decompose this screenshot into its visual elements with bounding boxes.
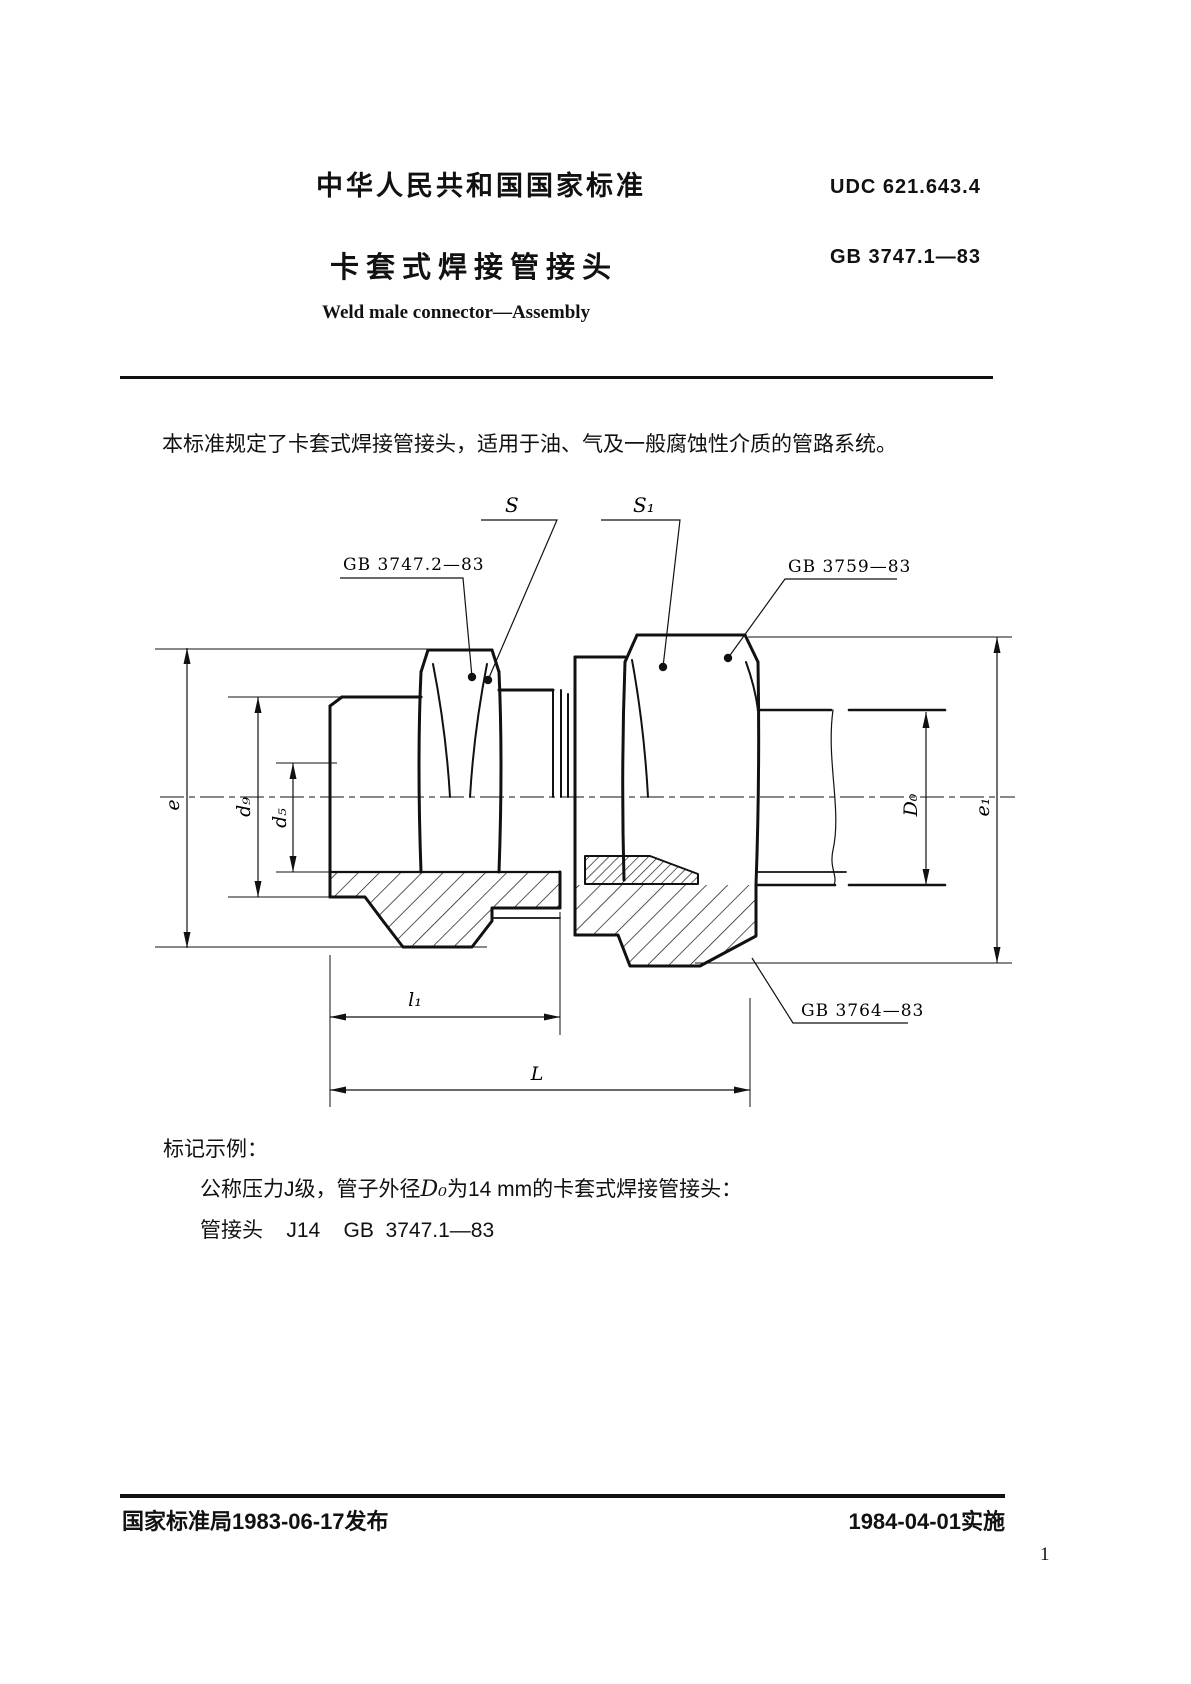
assembly-drawing: S S₁ GB 3747.2—83 GB 3759—83 GB 3764—83 … — [155, 493, 1015, 1107]
leader-dots — [467, 653, 733, 685]
ferrule-section-hatch — [585, 856, 698, 884]
footer-issued-date: 国家标准局1983-06-17发布 — [122, 1509, 389, 1534]
org-title: 中华人民共和国国家标准 — [316, 171, 646, 201]
pipe-break-line — [830, 709, 837, 886]
marking-example-description: 公称压力J级，管子外径D₀为14 mm的卡套式焊接管接头： — [200, 1173, 742, 1203]
scope-paragraph: 本标准规定了卡套式焊接管接头，适用于油、气及一般腐蚀性介质的管路系统。 — [162, 433, 897, 456]
dim-label-L: L — [530, 1063, 544, 1085]
nut-outline — [573, 633, 761, 968]
label-ferrule-standard: GB 3764—83 — [801, 1001, 924, 1021]
marking-example-d0-symbol: D₀ — [420, 1177, 447, 1202]
dim-label-d5: d₅ — [269, 808, 291, 828]
label-body-standard: GB 3747.2—83 — [343, 555, 485, 575]
label-wrench-size-s1: S₁ — [633, 493, 655, 517]
nut-section-hatch — [575, 885, 756, 966]
dim-label-d9: d₉ — [233, 797, 255, 817]
section-hatching — [330, 856, 756, 966]
udc-number: UDC 621.643.4 — [830, 176, 981, 198]
dim-label-e1: e₁ — [972, 798, 994, 817]
marking-example-designation: 管接头 J14 GB 3747.1—83 — [200, 1219, 495, 1242]
footer-rule — [120, 1494, 1005, 1498]
standard-number: GB 3747.1—83 — [830, 246, 981, 268]
dim-label-D0: D₀ — [900, 793, 922, 817]
marking-example-heading: 标记示例： — [163, 1138, 268, 1161]
marking-example-pre: 公称压力J级，管子外径 — [200, 1178, 421, 1201]
body-section-hatch — [330, 872, 560, 947]
dimension-lines — [186, 637, 998, 1091]
footer-implementation-date: 1984-04-01实施 — [848, 1509, 1005, 1534]
title-english: Weld male connector—Assembly — [322, 302, 591, 323]
body-outline — [328, 648, 569, 949]
leader-lines — [340, 519, 908, 1024]
page-number: 1 — [1040, 1544, 1050, 1565]
dim-label-e: e — [162, 799, 184, 810]
pipe-outline — [754, 708, 947, 887]
label-nut-standard: GB 3759—83 — [788, 557, 911, 577]
header-rule — [120, 376, 993, 379]
marking-example-post: 为14 mm的卡套式焊接管接头： — [446, 1178, 743, 1201]
extension-lines — [155, 636, 1012, 1107]
dimension-arrowheads — [183, 637, 1001, 1094]
page-title: 卡套式焊接管接头 — [330, 252, 619, 284]
label-wrench-size-s: S — [505, 493, 519, 517]
dim-label-l1: l₁ — [408, 989, 422, 1011]
